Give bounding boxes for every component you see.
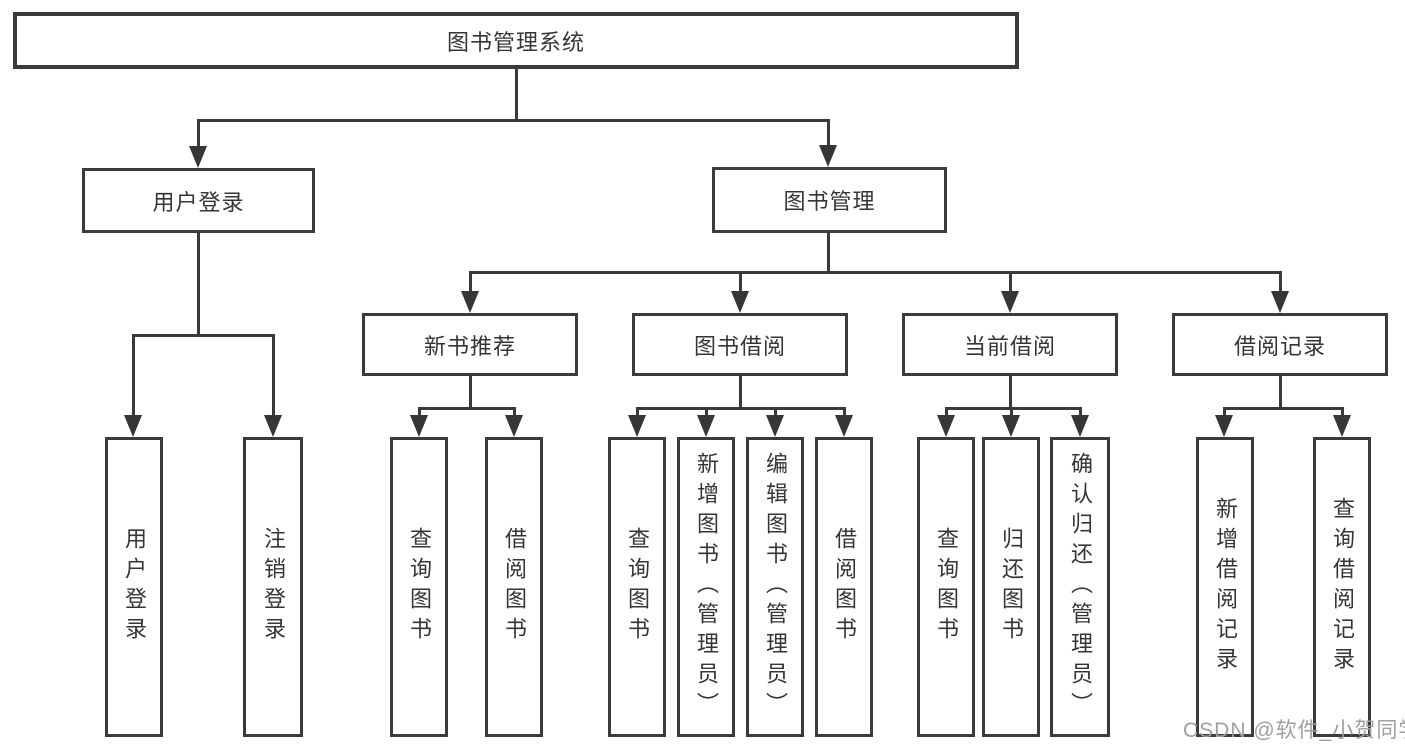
connector-line: [271, 333, 275, 418]
connector-line: [514, 69, 518, 120]
connector-line: [468, 270, 472, 296]
arrow-down-icon: [1333, 415, 1351, 437]
connector-line: [704, 406, 708, 421]
leaf-confirm-return-admin: 确认归还（管理员）: [1050, 437, 1110, 737]
leaf-user-login: 用户登录: [105, 437, 163, 737]
leaf-query-books-borrow-label: 查询图书: [625, 527, 650, 647]
leaf-query-books-recommend-label: 查询图书: [407, 527, 432, 647]
leaf-borrow-books-recommend-label: 借阅图书: [502, 527, 527, 647]
leaf-return-books-label: 归还图书: [999, 527, 1024, 647]
connector-line: [417, 406, 516, 410]
leaf-query-books-current-label: 查询图书: [934, 527, 959, 647]
node-user-login-label: 用户登录: [152, 189, 245, 215]
connector-line: [1278, 270, 1282, 296]
connector-line: [1078, 406, 1082, 421]
leaf-confirm-return-admin-label: 确认归还（管理员）: [1068, 452, 1093, 722]
arrow-down-icon: [1002, 415, 1020, 437]
connector-line: [196, 233, 200, 337]
connector-line: [826, 118, 830, 151]
connector-line: [738, 376, 742, 410]
leaf-add-books-admin-label: 新增图书（管理员）: [694, 452, 719, 722]
node-borrowing-records: 借阅记录: [1172, 313, 1388, 376]
connector-line: [635, 406, 846, 410]
connector-line: [1278, 376, 1282, 410]
connector-line: [417, 406, 421, 421]
leaf-edit-books-admin-label: 编辑图书（管理员）: [763, 452, 788, 722]
arrow-down-icon: [697, 415, 715, 437]
arrow-down-icon: [1071, 415, 1089, 437]
arrow-down-icon: [410, 415, 428, 437]
connector-line: [131, 333, 275, 337]
leaf-query-books-borrow: 查询图书: [608, 437, 666, 737]
connector-line: [773, 406, 777, 421]
node-user-login: 用户登录: [82, 168, 315, 233]
connector-line: [131, 333, 135, 418]
leaf-query-books-current: 查询图书: [917, 437, 975, 737]
connector-line: [196, 118, 200, 151]
leaf-add-borrow-record: 新增借阅记录: [1196, 437, 1254, 737]
connector-line: [1008, 270, 1012, 296]
leaf-query-books-recommend: 查询图书: [390, 437, 448, 737]
connector-line: [512, 406, 516, 421]
connector-line: [826, 233, 830, 274]
leaf-logout-label: 注销登录: [261, 527, 286, 647]
connector-line: [468, 376, 472, 410]
arrow-down-icon: [628, 415, 646, 437]
arrow-down-icon: [766, 415, 784, 437]
arrow-down-icon: [731, 291, 749, 313]
node-current-borrowing: 当前借阅: [902, 313, 1118, 376]
leaf-add-borrow-record-label: 新增借阅记录: [1213, 497, 1238, 677]
arrow-down-icon: [461, 291, 479, 313]
node-book-management-label: 图书管理: [783, 189, 876, 214]
connector-line: [738, 270, 742, 296]
connector-line: [196, 118, 830, 122]
arrow-down-icon: [937, 415, 955, 437]
arrow-down-icon: [189, 146, 207, 168]
connector-line: [1009, 406, 1013, 421]
connector-line: [944, 406, 948, 421]
leaf-borrow-books: 借阅图书: [815, 437, 873, 737]
connector-line: [468, 270, 1282, 274]
csdn-watermark: CSDN @软件_小贺同学: [1183, 719, 1405, 742]
node-book-borrowing: 图书借阅: [632, 313, 848, 376]
leaf-borrow-books-label: 借阅图书: [832, 527, 857, 647]
node-borrowing-records-label: 借阅记录: [1233, 333, 1326, 359]
arrow-down-icon: [1271, 291, 1289, 313]
connector-line: [1008, 376, 1012, 410]
connector-line: [635, 406, 639, 421]
arrow-down-icon: [819, 145, 837, 167]
leaf-logout: 注销登录: [243, 437, 303, 737]
node-new-book-recommendation: 新书推荐: [362, 313, 578, 376]
node-book-borrowing-label: 图书借阅: [693, 333, 786, 359]
node-current-borrowing-label: 当前借阅: [963, 333, 1056, 359]
node-library-management-system-label: 图书管理系统: [446, 29, 585, 55]
connector-line: [842, 406, 846, 421]
leaf-add-books-admin: 新增图书（管理员）: [677, 437, 735, 737]
connector-line: [1222, 406, 1344, 410]
connector-line: [1340, 406, 1344, 421]
node-book-management: 图书管理: [712, 167, 947, 233]
arrow-down-icon: [264, 415, 282, 437]
arrow-down-icon: [835, 415, 853, 437]
node-library-management-system: 图书管理系统: [13, 12, 1019, 69]
leaf-query-borrow-record: 查询借阅记录: [1313, 437, 1371, 737]
leaf-query-borrow-record-label: 查询借阅记录: [1330, 497, 1355, 677]
node-new-book-recommendation-label: 新书推荐: [423, 333, 516, 359]
leaf-edit-books-admin: 编辑图书（管理员）: [746, 437, 804, 737]
arrow-down-icon: [505, 415, 523, 437]
connector-line: [1222, 406, 1226, 421]
leaf-return-books: 归还图书: [982, 437, 1040, 737]
arrow-down-icon: [1215, 415, 1233, 437]
connector-line: [944, 406, 1082, 410]
arrow-down-icon: [1001, 291, 1019, 313]
leaf-borrow-books-recommend: 借阅图书: [485, 437, 543, 737]
arrow-down-icon: [124, 415, 142, 437]
leaf-user-login-label: 用户登录: [122, 527, 147, 647]
